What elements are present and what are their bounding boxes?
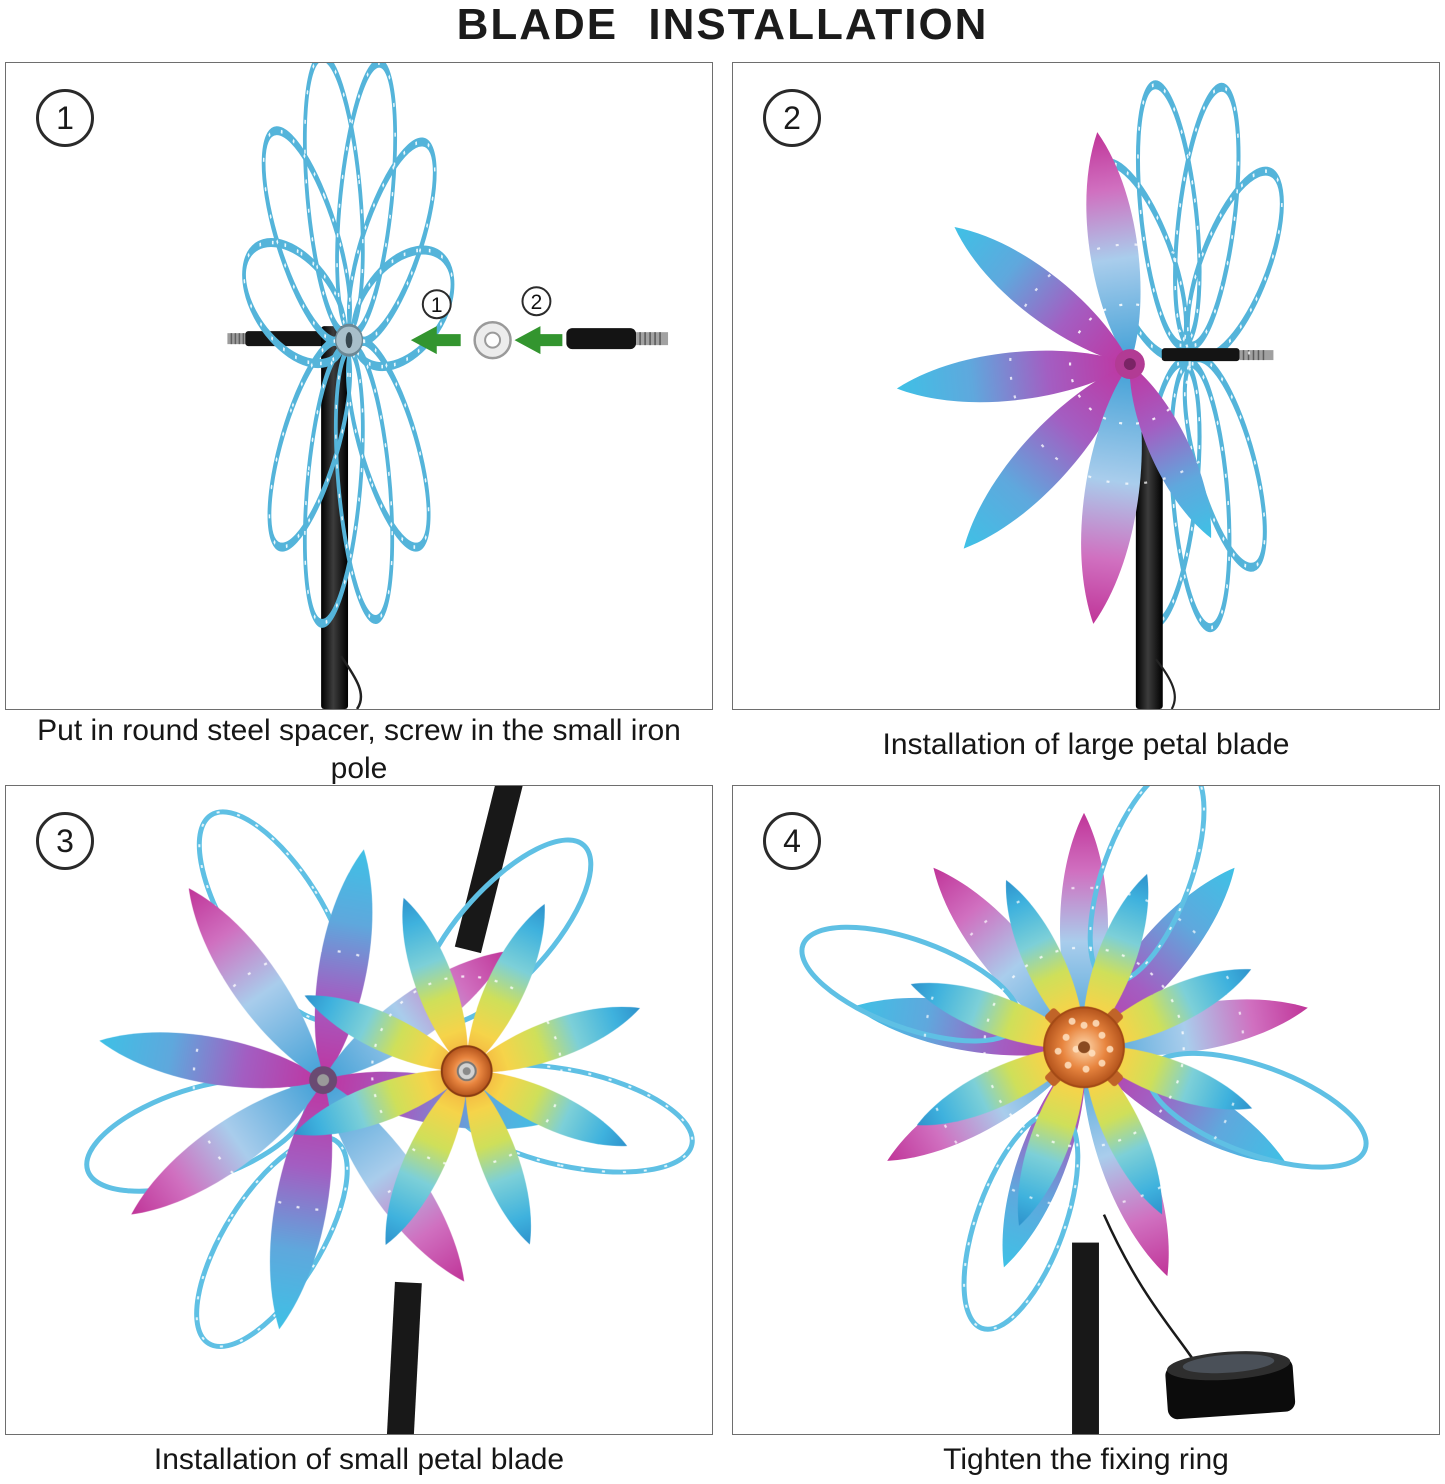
page-title: BLADE INSTALLATION: [456, 0, 989, 49]
hub-and-bolt: [440, 1045, 493, 1098]
main-pole: [386, 1281, 422, 1434]
step-caption-4: Tighten the fixing ring: [943, 1443, 1229, 1476]
step-panel-3: 3: [5, 785, 713, 1435]
step-caption-3: Installation of small petal blade: [153, 1443, 565, 1476]
steel-spacer-icon: [473, 320, 512, 360]
step-panel-4: 4: [732, 785, 1440, 1435]
small-petal-flower: [904, 867, 1260, 1233]
light-wire: [1154, 658, 1176, 709]
step-panel-1: 1: [5, 62, 713, 710]
fixing-ring-hub: [1043, 1006, 1125, 1089]
step-number: 1: [56, 99, 74, 136]
wire-flower: [238, 63, 457, 638]
step-panel-2: 2: [732, 62, 1440, 710]
small-pole-annotation: 2: [514, 286, 669, 355]
axle-rod: [1161, 348, 1274, 362]
step-number-badge-1: 1: [36, 89, 94, 147]
step2-illustration: [894, 63, 1439, 709]
main-pole: [1072, 1242, 1099, 1434]
step-number-badge-4: 4: [763, 812, 821, 870]
step-number: 3: [56, 822, 74, 859]
spacer-annotation: 1: [410, 289, 512, 360]
step-number-badge-2: 2: [763, 89, 821, 147]
main-pole: [1135, 423, 1163, 709]
step-number: 4: [783, 822, 801, 859]
arrow-left-icon: [514, 326, 563, 355]
small-petal-flower: [286, 891, 647, 1254]
step-caption-2: Installation of large petal blade: [882, 728, 1290, 761]
step-number-badge-3: 3: [36, 812, 94, 870]
main-pole: [454, 786, 524, 954]
small-iron-pole-icon: [566, 328, 669, 350]
step4-illustration: [799, 786, 1369, 1434]
spacer-label: 1: [431, 294, 443, 317]
pole-label: 2: [531, 291, 543, 314]
step1-illustration: 1 2: [227, 63, 669, 709]
step3-illustration: [84, 786, 695, 1434]
light-wire: [340, 655, 363, 709]
main-pole: [321, 326, 349, 709]
large-petal-blades: [894, 128, 1251, 628]
step-number: 2: [783, 99, 801, 136]
step-caption-1: Put in round steel spacer, screw in the …: [37, 714, 681, 785]
arrow-left-icon: [410, 326, 461, 355]
solar-light-unit: [1165, 1351, 1296, 1420]
